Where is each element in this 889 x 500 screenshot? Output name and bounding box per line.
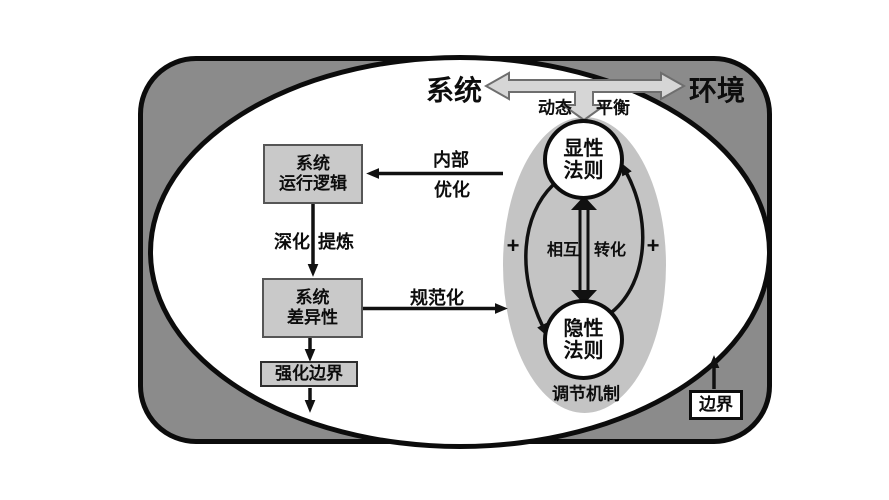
- mutual-label: 相互: [546, 242, 580, 259]
- plus-left-sign: +: [506, 233, 520, 258]
- internal-label: 内部: [433, 150, 469, 170]
- plus-right-sign: +: [646, 233, 660, 258]
- circle-implicit-line1: 隐性: [563, 317, 604, 340]
- normalization-label: 规范化: [410, 288, 464, 308]
- circle-explicit-line1: 显性: [563, 137, 604, 160]
- optimization-label: 优化: [434, 180, 470, 200]
- circle-implicit-line2: 法则: [563, 339, 604, 362]
- environment-title: 环境: [688, 75, 746, 106]
- circle-implicit-rules: 隐性 法则: [543, 299, 624, 380]
- system-boundary-ellipse: [148, 55, 772, 449]
- system-environment-double-arrow: [483, 71, 687, 122]
- circle-explicit-line2: 法则: [563, 159, 604, 182]
- mutual-transformation-arrow: [571, 196, 597, 304]
- box-system-difference-line2: 差异性: [287, 308, 338, 327]
- cycle-arc-right: [610, 162, 645, 314]
- box-boundary: 边界: [689, 390, 743, 420]
- deepen-label: 深化: [274, 232, 310, 252]
- system-title: 系统: [425, 75, 483, 106]
- dynamic-label: 动态: [538, 98, 572, 118]
- box-system-logic: 系统 运行逻辑: [263, 144, 363, 204]
- box-system-difference-line1: 系统: [295, 287, 330, 307]
- box-system-logic-line2: 运行逻辑: [279, 174, 347, 193]
- box-boundary-label: 边界: [699, 394, 733, 414]
- balance-label: 平衡: [596, 98, 630, 118]
- cycle-arc-left: [524, 183, 555, 337]
- refine-label: 提炼: [318, 232, 354, 252]
- regulation-mechanism-label: 调节机制: [552, 384, 620, 404]
- box-strengthen-boundary: 强化边界: [260, 361, 358, 387]
- circle-explicit-rules: 显性 法则: [543, 119, 624, 200]
- box-system-difference: 系统 差异性: [262, 278, 363, 338]
- box-strengthen-boundary-label: 强化边界: [275, 363, 343, 383]
- box-system-logic-line1: 系统: [296, 153, 330, 173]
- transform-label: 转化: [593, 242, 627, 259]
